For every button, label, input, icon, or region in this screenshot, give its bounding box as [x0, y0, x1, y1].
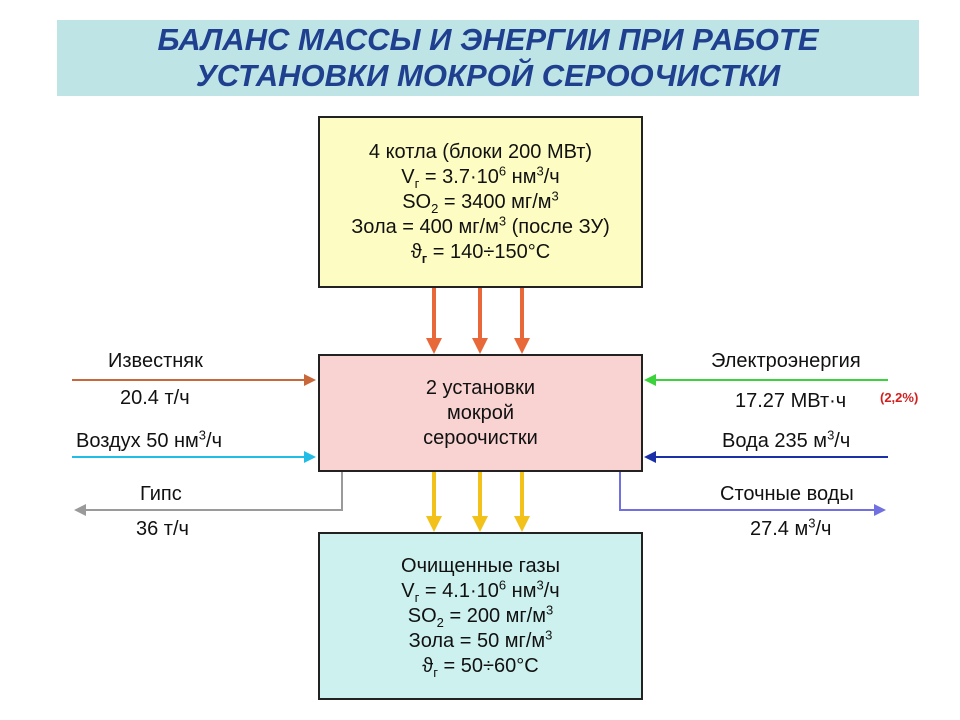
temp-value: = 140÷150°С	[427, 240, 551, 263]
air-unit-tail: /ч	[206, 430, 223, 452]
water-unit-tail: /ч	[834, 430, 851, 452]
air-exponent: 3	[198, 427, 207, 443]
title-line-1: БАЛАНС МАССЫ И ЭНЕРГИИ ПРИ РАБОТЕ	[157, 22, 819, 57]
vg-exponent: 6	[498, 576, 507, 592]
temp-value: = 50÷60°С	[437, 654, 539, 677]
vg-exponent: 6	[498, 162, 507, 178]
ash-note: (после ЗУ)	[506, 215, 610, 238]
electricity-value: 17.27 МВт·ч	[735, 390, 847, 412]
vg-unit: нм	[506, 165, 537, 188]
title-banner: БАЛАНС МАССЫ И ЭНЕРГИИ ПРИ РАБОТЕ УСТАНО…	[57, 20, 919, 96]
fgd-line-2: мокрой	[446, 401, 515, 424]
so2-label: SO	[407, 604, 437, 627]
clean-so2: SO2 = 200 мг/м3	[407, 601, 554, 630]
so2-exponent: 3	[545, 601, 554, 617]
gypsum-value: 36 т/ч	[136, 518, 189, 540]
wastewater-value-line: 27.4 м3/ч	[750, 515, 832, 541]
boiler-so2: SO2 = 3400 мг/м3	[402, 187, 559, 216]
vg-value: = 4.1·10	[419, 579, 499, 602]
air-value: Воздух 50 нм	[76, 430, 199, 452]
ash-value: Зола = 400 мг/м	[351, 215, 499, 238]
vg-value: = 3.7·10	[419, 165, 499, 188]
so2-subscript: 2	[436, 614, 444, 630]
ash-exponent: 3	[545, 626, 553, 642]
clean-gas-box: Очищенные газы Vг = 4.1·106 нм3/ч SO2 = …	[318, 532, 643, 700]
wastewater-value: 27.4 м	[750, 518, 809, 540]
boiler-box: 4 котла (блоки 200 МВт) Vг = 3.7·106 нм3…	[318, 116, 643, 288]
gypsum-label: Гипс	[140, 483, 182, 505]
vg-unit-tail: /ч	[543, 579, 560, 602]
fgd-line-3: сероочистки	[423, 426, 538, 449]
so2-value: = 200 мг/м	[443, 604, 546, 627]
boiler-gas-volume: Vг = 3.7·106 нм3/ч	[401, 162, 560, 191]
electricity-label: Электроэнергия	[711, 350, 861, 372]
fgd-box: 2 установки мокрой сероочистки	[318, 354, 643, 472]
vg-unit-exponent: 3	[536, 576, 544, 592]
vg-unit-exponent: 3	[536, 162, 544, 178]
so2-exponent: 3	[551, 187, 559, 203]
vg-unit: нм	[506, 579, 537, 602]
so2-label: SO	[402, 190, 432, 213]
wastewater-label: Сточные воды	[720, 483, 854, 505]
water-label: Вода 235 м3/ч	[722, 427, 851, 453]
vg-subscript: г	[414, 589, 420, 605]
wastewater-arrow	[619, 472, 886, 516]
clean-gas-volume: Vг = 4.1·106 нм3/ч	[401, 576, 560, 605]
clean-ash: Зола = 50 мг/м3	[408, 626, 553, 654]
water-value: Вода 235 м	[722, 430, 828, 452]
gypsum-arrow	[74, 472, 343, 516]
temp-symbol: ϑ	[422, 654, 434, 677]
water-exponent: 3	[827, 427, 835, 443]
air-label: Воздух 50 нм3/ч	[76, 427, 223, 453]
vg-unit-tail: /ч	[543, 165, 560, 188]
wastewater-unit-tail: /ч	[815, 518, 832, 540]
clean-temperature: ϑг = 50÷60°С	[422, 654, 538, 679]
vg-symbol: V	[401, 579, 415, 602]
fgd-line-1: 2 установки	[425, 376, 536, 399]
wastewater-exponent: 3	[808, 515, 816, 531]
temp-subscript: г	[421, 250, 428, 266]
temp-symbol: ϑ	[410, 240, 422, 263]
title-line-2: УСТАНОВКИ МОКРОЙ СЕРООЧИСТКИ	[195, 58, 781, 93]
so2-value: = 3400 мг/м	[438, 190, 552, 213]
limestone-value: 20.4 т/ч	[120, 387, 190, 409]
ash-exponent: 3	[498, 212, 507, 228]
boiler-title: 4 котла (блоки 200 МВт)	[368, 140, 593, 163]
vg-subscript: г	[414, 175, 420, 191]
boiler-ash: Зола = 400 мг/м3 (после ЗУ)	[351, 212, 610, 240]
temp-subscript: г	[433, 664, 438, 680]
so2-subscript: 2	[431, 200, 439, 216]
vg-symbol: V	[401, 165, 415, 188]
ash-value: Зола = 50 мг/м	[408, 629, 546, 652]
boiler-temperature: ϑг = 140÷150°С	[411, 240, 550, 265]
clean-title: Очищенные газы	[401, 554, 560, 577]
limestone-label: Известняк	[108, 350, 203, 372]
electricity-share: (2,2%)	[880, 390, 919, 405]
